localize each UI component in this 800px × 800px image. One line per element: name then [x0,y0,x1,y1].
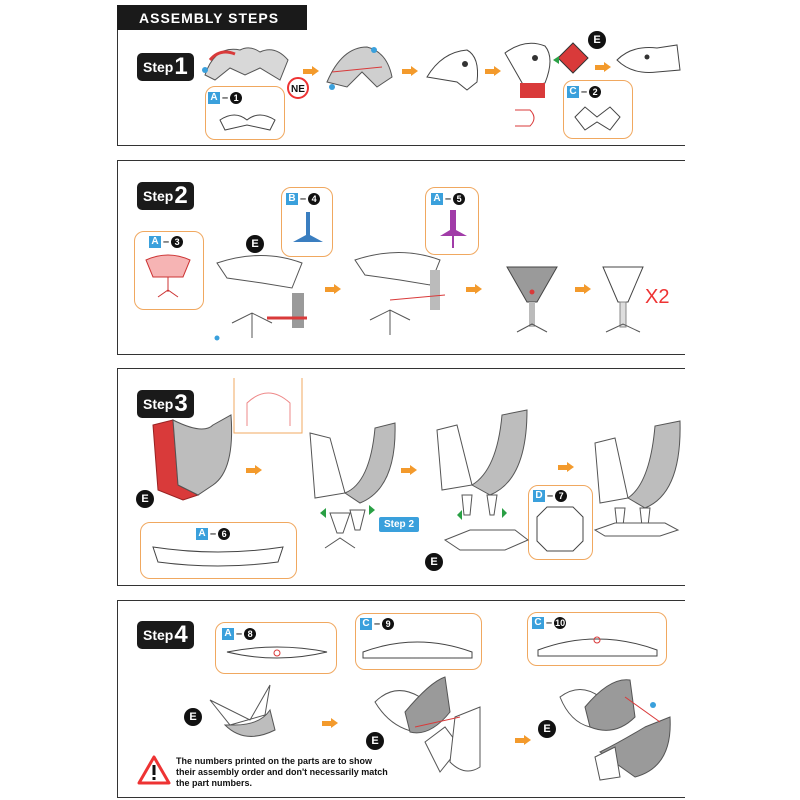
step2-part-body-assembled [354,252,446,335]
step3-base [443,529,529,551]
tag-b4: B–4 [286,193,321,205]
step2-reference-tag: Step 2 [379,517,420,532]
step1-part-head [426,49,478,91]
tag-a8: A–8 [222,628,257,640]
warning-icon [137,755,171,785]
step1-part-crest [553,42,589,74]
ne-mark: NE [287,77,309,99]
part-a3-illustration [145,254,191,298]
part-a5-illustration [440,210,467,248]
e-mark-step4-a: E [184,708,202,726]
e-mark-step3-base: E [425,553,443,571]
part-d7-illustration [536,506,584,552]
tag-d7: D–7 [533,490,568,502]
quantity-x2: X2 [645,286,670,308]
tag-a6: A–6 [196,528,231,540]
e-mark-step4-c: E [538,720,556,738]
step1-badge: Step1 [137,53,194,81]
part-a8-illustration [226,646,328,659]
step3-badge: Step3 [137,390,194,418]
step1-part-finished-head [616,44,681,73]
tag-c2: C–2 [567,86,602,98]
tag-c9: C–9 [360,618,395,630]
note-line-1: The numbers printed on the parts are to … [176,756,373,766]
assembly-steps-header: ASSEMBLY STEPS [117,5,307,31]
part-a1-illustration [219,114,276,131]
step4-badge: Step4 [137,621,194,649]
tag-a5: A–5 [431,193,466,205]
step3-callout-outline [233,378,303,434]
step4-part-wings-mid [374,676,481,773]
step4-part-tail [209,684,276,737]
part-b4-illustration [293,212,323,242]
step2-badge: Step2 [137,182,194,210]
step3-part-finished [593,420,681,537]
e-mark-step4-b: E [366,732,384,750]
step1-part-wings [202,47,289,81]
tag-c10: C–10 [532,617,567,629]
part-c2-illustration [574,106,621,131]
assembly-note: The numbers printed on the parts are to … [176,756,388,789]
step3-part-body-red [152,414,233,501]
tag-a1: A–1 [208,92,243,104]
step2-part-leg [506,266,558,333]
note-line-2: their assembly order and don't necessari… [176,767,388,777]
callout-c9 [355,613,482,670]
step1-part-head-shell [326,46,393,90]
part-a6-illustration [152,546,284,567]
step3-part-body-stand [309,422,396,549]
step1-part-head-neck [504,42,551,127]
tag-a3: A–3 [149,236,184,248]
e-mark-step1: E [588,31,606,49]
part-c9-illustration [362,641,473,659]
note-line-3: the part numbers. [176,778,253,788]
step3-part-assembled [436,409,528,520]
callout-c10 [527,612,667,666]
e-mark-step3: E [136,490,154,508]
step2-part-leg-finished [602,266,644,333]
part-c10-illustration [537,636,658,657]
step2-part-body-frame [214,255,307,341]
step4-part-wings-finished [559,679,671,781]
e-mark-step2: E [246,235,264,253]
